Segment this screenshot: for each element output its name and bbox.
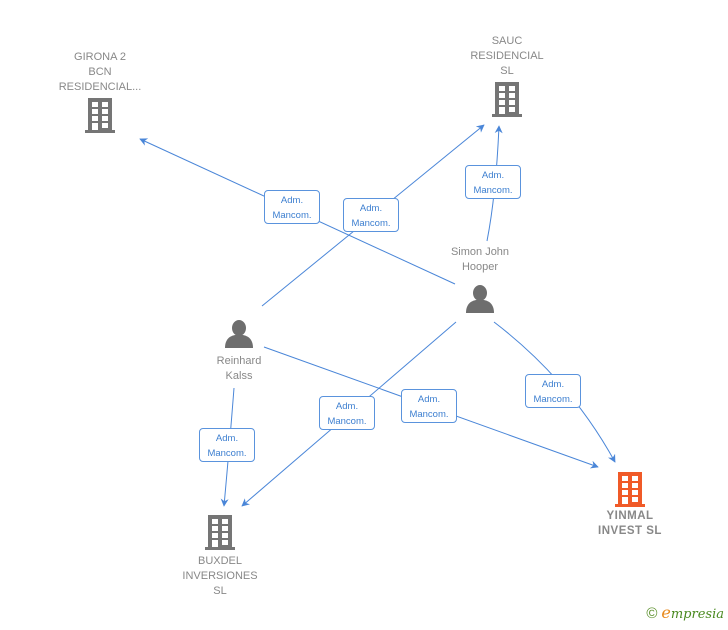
company-label: YINMAL INVEST SL — [598, 510, 662, 537]
person-node-reinhard[interactable]: Reinhard Kalss — [184, 319, 294, 384]
brand-name: empresia — [661, 603, 724, 622]
company-node-girona[interactable]: GIRONA 2 BCN RESIDENCIAL... — [45, 50, 155, 133]
person-icon — [466, 285, 494, 313]
role-badge-reinhard-sauc[interactable]: Adm. Mancom. — [343, 198, 399, 232]
copyright-icon: © — [646, 605, 658, 622]
role-badge-simon-buxdel[interactable]: Adm. Mancom. — [319, 396, 375, 430]
person-label: Reinhard Kalss — [216, 355, 262, 382]
person-icon — [225, 320, 253, 348]
role-badge-simon-girona[interactable]: Adm. Mancom. — [264, 190, 320, 224]
company-label: BUXDEL INVERSIONES SL — [182, 555, 258, 597]
company-node-sauc[interactable]: SAUC RESIDENCIAL SL — [452, 34, 562, 117]
empresia-logo[interactable]: ©empresia — [646, 603, 724, 622]
company-node-yinmal[interactable]: YINMAL INVEST SL — [575, 471, 685, 539]
company-node-buxdel[interactable]: BUXDEL INVERSIONES SL — [165, 514, 275, 599]
role-badge-simon-sauc[interactable]: Adm. Mancom. — [465, 165, 521, 199]
building-icon — [205, 515, 235, 550]
building-icon — [492, 82, 522, 117]
role-badge-simon-yinmal[interactable]: Adm. Mancom. — [525, 374, 581, 408]
building-icon — [615, 472, 645, 507]
company-label: GIRONA 2 BCN RESIDENCIAL... — [58, 51, 142, 93]
person-label: Simon John Hooper — [450, 246, 510, 273]
role-badge-reinhard-buxdel[interactable]: Adm. Mancom. — [199, 428, 255, 462]
role-badge-reinhard-yinmal[interactable]: Adm. Mancom. — [401, 389, 457, 423]
person-node-simon[interactable]: Simon John Hooper — [425, 245, 535, 314]
building-icon — [85, 98, 115, 133]
company-label: SAUC RESIDENCIAL SL — [470, 35, 544, 77]
